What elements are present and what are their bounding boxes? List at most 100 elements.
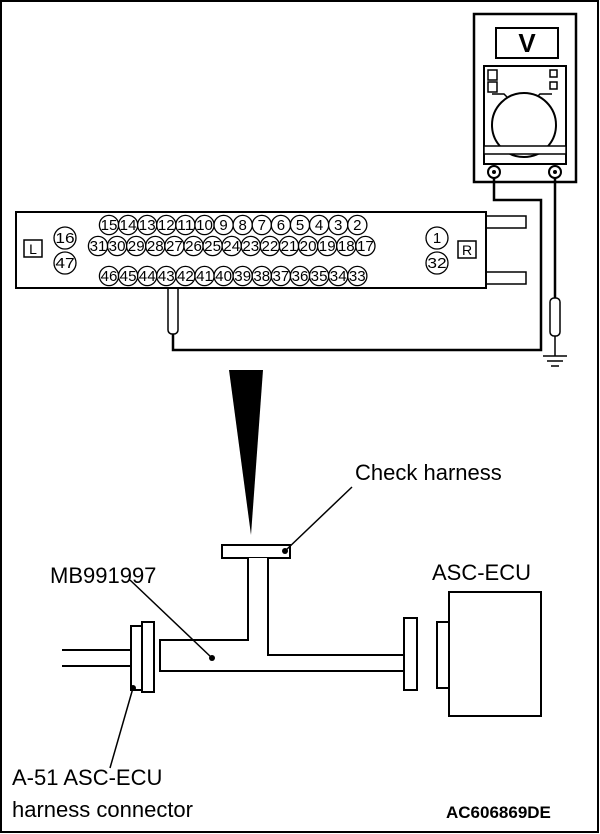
leader-lines [109, 486, 353, 769]
voltmeter-symbol: V [518, 28, 536, 58]
label-check-harness: Check harness [355, 460, 502, 485]
pin-24-label: 24 [223, 238, 240, 255]
pin-5-label: 5 [296, 217, 304, 234]
pin-47 [53, 251, 77, 275]
asc-ecu-box [448, 591, 542, 717]
pin-45-label: 45 [120, 268, 137, 285]
panel-indicator [487, 69, 498, 81]
panel-indicator [487, 81, 498, 93]
pin-32 [425, 251, 449, 275]
panel-strip [483, 145, 567, 155]
pin-32-label: 32 [427, 255, 446, 272]
pin-47-label: 47 [55, 255, 74, 272]
pin-16-label: 16 [55, 230, 74, 247]
pin-33-label: 33 [349, 268, 366, 285]
connector-latch [485, 215, 527, 229]
pin-16 [53, 226, 77, 250]
pin-36-label: 36 [292, 268, 309, 285]
pin-37-label: 37 [273, 268, 290, 285]
pin-3-label: 3 [334, 217, 342, 234]
pin-23-label: 23 [242, 238, 259, 255]
pin-21-label: 21 [281, 238, 298, 255]
side-tag-left-box [23, 239, 43, 258]
callout-arrow [229, 370, 263, 535]
pin-6-label: 6 [277, 217, 285, 234]
pin-11-label: 11 [177, 217, 194, 234]
pin-38-label: 38 [253, 268, 270, 285]
pin-13-label: 13 [139, 217, 156, 234]
label-tool: MB991997 [50, 563, 156, 588]
side-tag-right: R [462, 242, 472, 258]
pin-27-label: 27 [166, 238, 183, 255]
pin-25-label: 25 [204, 238, 221, 255]
leader-dot [282, 548, 288, 554]
pin-20-label: 20 [300, 238, 317, 255]
probe-jack-v-dot [553, 170, 557, 174]
label-harness-line2: harness connector [12, 797, 193, 822]
lead-to-pin-43 [171, 178, 543, 352]
pin-35-label: 35 [311, 268, 328, 285]
tool-body [159, 558, 406, 672]
test-leads [167, 178, 567, 367]
panel-indicator [549, 69, 558, 78]
leader-dot [130, 685, 136, 691]
pin-44-label: 44 [139, 268, 156, 285]
pin-4-label: 4 [315, 217, 323, 234]
pin-42-label: 42 [177, 268, 194, 285]
leader-dot [209, 655, 215, 661]
pin-41-label: 41 [196, 268, 213, 285]
check-harness-plug [221, 544, 291, 559]
leader-tool [129, 579, 213, 659]
pin-18-label: 18 [338, 238, 355, 255]
pin-8-label: 8 [239, 217, 247, 234]
pin-43-label: 43 [158, 268, 175, 285]
pin-33 [347, 265, 368, 287]
pin-19-label: 19 [319, 238, 336, 255]
voltmeter: V [472, 12, 578, 184]
pin-17 [355, 235, 376, 257]
pin-28-label: 28 [147, 238, 164, 255]
ecu-connector [436, 621, 450, 689]
pin-22-label: 22 [262, 238, 279, 255]
pin-10-label: 10 [196, 217, 213, 234]
pin-34-label: 34 [330, 268, 347, 285]
leader-check-harness [284, 486, 353, 552]
pin-31-label: 31 [90, 238, 107, 255]
side-tag-left: L [29, 241, 37, 257]
pin-2-label: 2 [353, 217, 361, 234]
figure-code: AC606869DE [446, 803, 551, 822]
pin-7-label: 7 [258, 217, 266, 234]
pin-14-label: 14 [120, 217, 137, 234]
pin-1 [425, 226, 449, 250]
pin-2 [347, 214, 368, 236]
range-selector-dial [491, 92, 557, 158]
pin-46-label: 46 [101, 268, 118, 285]
pin-15-label: 15 [101, 217, 118, 234]
pin-1-label: 1 [433, 230, 441, 247]
tool-left-flange [141, 621, 155, 693]
label-ecu: ASC-ECU [432, 560, 531, 585]
connector-latch [485, 271, 527, 285]
ground-probe [549, 297, 561, 337]
tool-left-flange-outer [130, 625, 143, 691]
pin-12-label: 12 [158, 217, 175, 234]
pin-17-label: 17 [357, 238, 374, 255]
pin-26-label: 26 [185, 238, 202, 255]
side-tag-right-box [457, 240, 477, 259]
pin-39-label: 39 [234, 268, 251, 285]
leader-harness-connector [109, 687, 134, 769]
voltmeter-display [495, 27, 559, 59]
pin-40-label: 40 [215, 268, 232, 285]
pin-probe [167, 281, 179, 335]
pin-29-label: 29 [128, 238, 145, 255]
pin-9-label: 9 [219, 217, 227, 234]
panel-indicator [549, 81, 558, 90]
pin-30-label: 30 [109, 238, 126, 255]
check-harness-assembly [62, 544, 542, 717]
label-harness-line1: A-51 ASC-ECU [12, 765, 162, 790]
probe-jack-com-dot [492, 170, 496, 174]
